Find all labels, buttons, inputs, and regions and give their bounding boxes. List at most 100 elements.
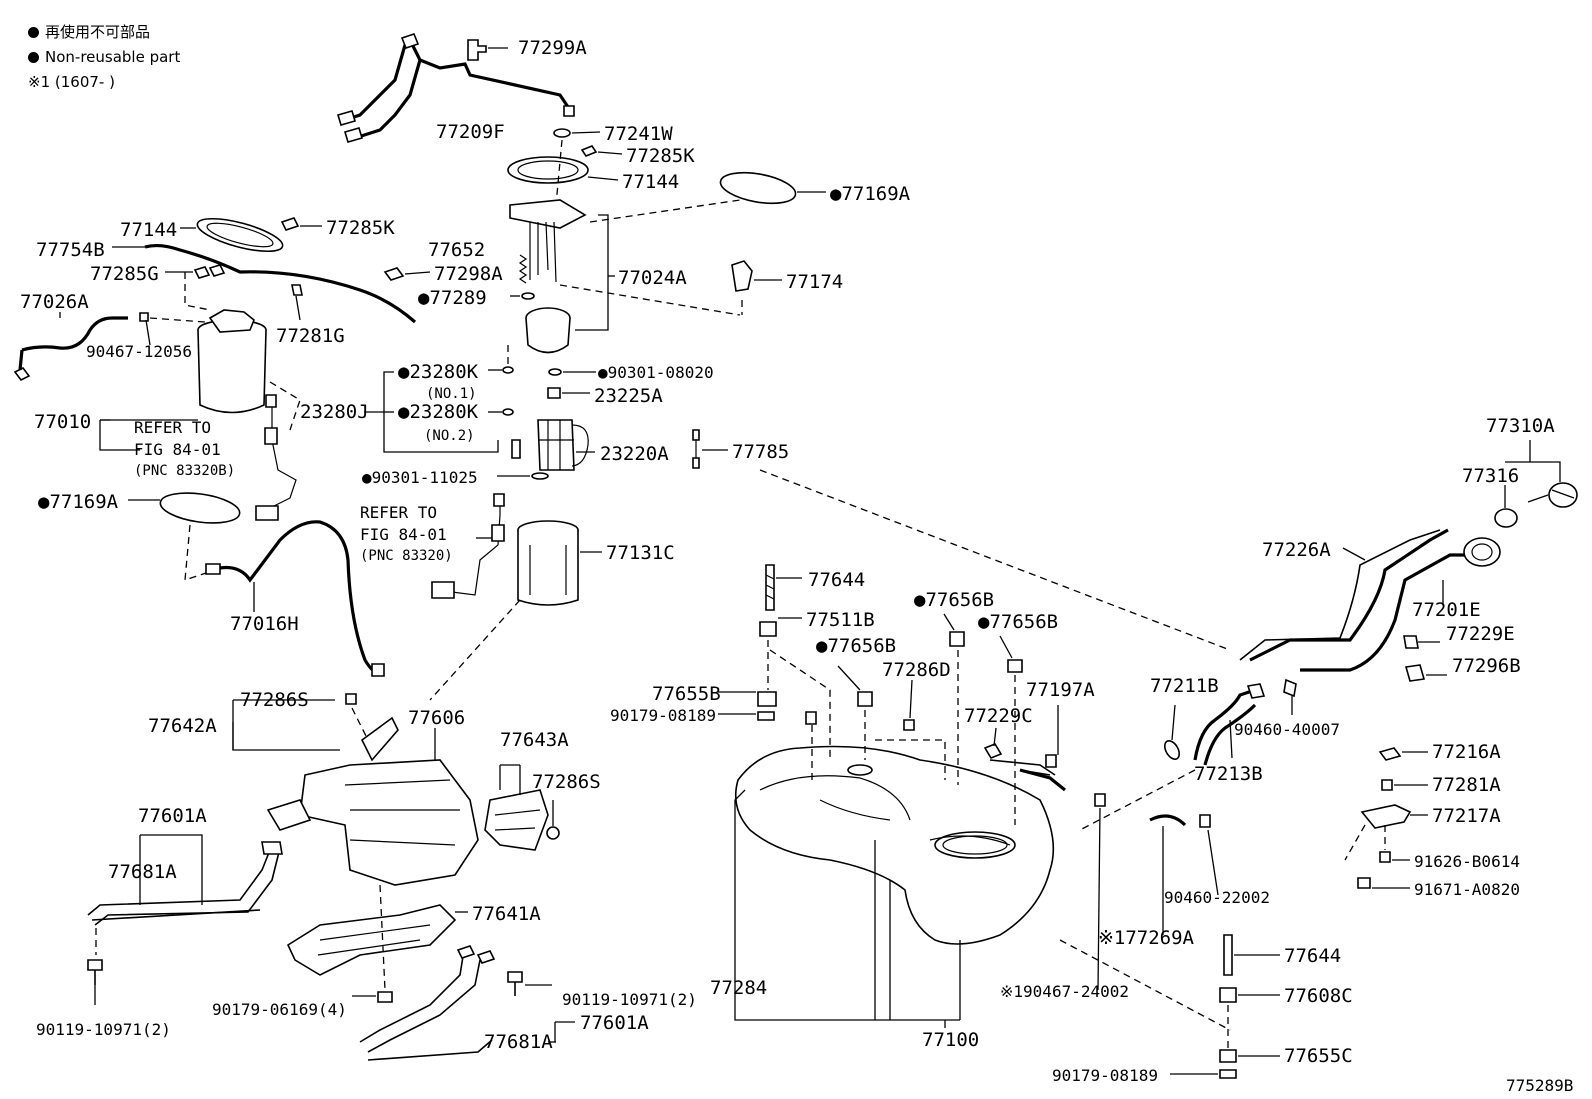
clip-tank-left — [805, 711, 817, 725]
label-77656b-a: ●77656B — [914, 589, 995, 611]
legend-non-reusable-jp: 再使用不可部品 — [45, 23, 151, 41]
label-77296b: 77296B — [1452, 655, 1521, 677]
label-77100: 77100 — [922, 1029, 980, 1051]
label-77655c: 77655C — [1284, 1045, 1353, 1067]
legend-row-en: Non-reusable part — [28, 45, 180, 70]
cap-77286s-left — [345, 693, 357, 705]
clip-77285g — [193, 264, 226, 279]
label-77606: 77606 — [408, 707, 466, 729]
label-77285g: 77285G — [90, 263, 159, 285]
label-77226a: 77226A — [1262, 539, 1331, 561]
label-91626-b0614: 91626-B0614 — [1414, 852, 1520, 871]
label-77641a: 77641A — [472, 903, 541, 925]
clip-77298a — [383, 267, 405, 281]
bolt-90119-10971-left — [87, 959, 103, 971]
label-77316: 77316 — [1462, 465, 1520, 487]
label-77681a-right: 77681A — [484, 1031, 553, 1053]
label-77269a: ※177269A — [1098, 927, 1194, 949]
label-77656b-b: ●77656B — [978, 611, 1059, 633]
cap-77286s-right — [546, 826, 560, 840]
label-fig-84-01-1: FIG 84-01 — [134, 440, 221, 459]
label-77298a: 77298A — [434, 263, 503, 285]
clip-77296b — [1404, 664, 1426, 682]
clamp-90460-40007 — [1283, 678, 1297, 698]
label-23220a: 23220A — [600, 443, 669, 465]
clamp-77281a — [1381, 779, 1393, 791]
fuel-tank-77100 — [734, 745, 1055, 945]
label-no2: (NO.2) — [424, 428, 475, 444]
hose-77026a — [21, 316, 128, 352]
label-77284: 77284 — [710, 977, 768, 999]
label-90179-08189-bottom: 90179-08189 — [1052, 1066, 1158, 1085]
legend-note: ※1 (1607- ) — [28, 73, 115, 91]
label-23280j: 23280J — [300, 401, 369, 423]
connector-77785 — [692, 429, 700, 469]
label-77229e: 77229E — [1446, 623, 1515, 645]
hose-77269a — [1149, 814, 1187, 827]
legend-row-jp: 再使用不可部品 — [28, 20, 180, 45]
label-77286s-left: 77286S — [240, 689, 309, 711]
legend-non-reusable-en: Non-reusable part — [45, 48, 181, 66]
label-90301-08020: ●90301-08020 — [598, 363, 714, 382]
fuel-pump-77024a — [509, 199, 587, 354]
label-23280k-no2: ●23280K — [398, 401, 479, 423]
label-refer-to-1: REFER TO — [134, 418, 212, 437]
label-77024a: 77024A — [618, 267, 687, 289]
hose-77016h — [219, 520, 381, 677]
protector-77606 — [266, 759, 479, 886]
label-77144: 77144 — [622, 171, 680, 193]
gasket-77241w — [553, 128, 571, 138]
label-77174: 77174 — [786, 271, 844, 293]
label-77608c: 77608C — [1284, 985, 1353, 1007]
nut-90179-06169 — [377, 991, 393, 1003]
label-77642a: 77642A — [148, 715, 217, 737]
bolt-91671-a0820 — [1357, 877, 1371, 889]
label-77656b-c: ●77656B — [816, 635, 897, 657]
nut-90179-08189-top — [757, 711, 775, 721]
label-77016h: 77016H — [230, 613, 299, 635]
label-no1: (NO.1) — [426, 386, 477, 402]
label-77601a-left: 77601A — [138, 805, 207, 827]
label-77681a-left: 77681A — [108, 861, 177, 883]
label-77299a: 77299A — [518, 37, 587, 59]
label-77144-left: 77144 — [120, 219, 178, 241]
oring-90301-08020 — [548, 368, 562, 376]
oring-23280k-no1 — [502, 366, 514, 374]
oring-23280k-no2 — [502, 408, 514, 416]
label-fig-84-01-2: FIG 84-01 — [360, 525, 447, 544]
label-77169a: ●77169A — [830, 183, 911, 205]
breather-77226a — [1239, 529, 1441, 661]
label-90179-08189-top: 90179-08189 — [610, 706, 716, 725]
label-pnc-83320b: (PNC 83320B) — [134, 463, 236, 479]
label-77285k-left: 77285K — [326, 217, 395, 239]
gasket-77169a-top — [719, 171, 797, 205]
clip-77229e — [1403, 635, 1419, 649]
label-90119-10971-right: 90119-10971(2) — [562, 990, 697, 1009]
protector-77641a — [286, 904, 457, 976]
label-77281g: 77281G — [276, 325, 345, 347]
bolt-90119-10971-right — [507, 971, 523, 983]
clip-90467-12056 — [139, 312, 149, 322]
label-23280k-no1: ●23280K — [398, 361, 479, 383]
clip-77285k — [580, 145, 598, 157]
label-77643a: 77643A — [500, 729, 569, 751]
clip-90467-24002 — [1094, 793, 1106, 807]
wire-harness-77209f — [337, 33, 575, 143]
clip-77229c — [983, 743, 1003, 759]
filler-pipe-77201e — [1249, 528, 1501, 672]
label-pnc-83320: (PNC 83320) — [360, 548, 453, 564]
label-77289: ●77289 — [418, 287, 487, 309]
label-77169a-left: ●77169A — [38, 491, 119, 513]
clamp-77216a — [1378, 747, 1402, 761]
band-77681a-right — [359, 949, 493, 1061]
label-77286d: 77286D — [882, 659, 951, 681]
ring-77316 — [1494, 508, 1518, 528]
cushion-77511b — [759, 621, 777, 637]
bullet-icon — [28, 27, 39, 38]
label-77010: 77010 — [34, 411, 92, 433]
gasket-77656b-b — [949, 631, 965, 647]
clip-77281g — [291, 284, 303, 296]
nut-90179-08189-bottom — [1219, 1069, 1237, 1079]
label-90467-24002: ※190467-24002 — [1000, 982, 1129, 1001]
